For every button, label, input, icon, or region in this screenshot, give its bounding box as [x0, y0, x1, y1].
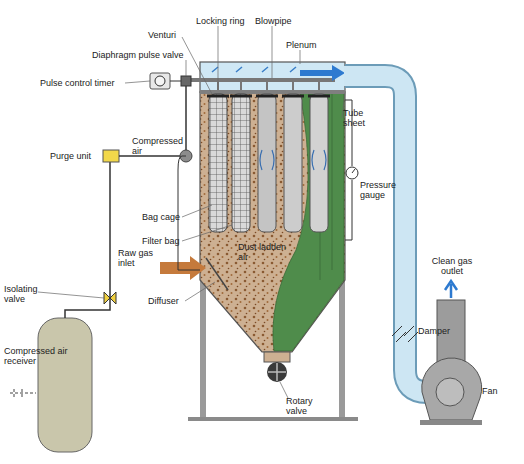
- cutaway-panel: [273, 93, 344, 351]
- leader-line: [182, 205, 212, 217]
- fan-housing: [422, 358, 482, 420]
- part-label: Fan: [482, 386, 512, 396]
- part-label: Rotary valve: [286, 396, 326, 416]
- leader-line: [185, 282, 215, 301]
- leader-line: [38, 292, 104, 298]
- part-label: Plenum: [286, 40, 331, 50]
- leader-line: [218, 26, 219, 90]
- part-label: Clean gas outlet: [424, 256, 480, 276]
- fan-base: [420, 420, 482, 425]
- blowpipe: [185, 78, 335, 82]
- filter-bags: [207, 94, 330, 232]
- part-label: Dust ladden air: [238, 242, 298, 262]
- support-leg: [339, 280, 345, 420]
- air-pipe: [65, 162, 110, 318]
- diaphragm-valve-symbol: [181, 76, 191, 86]
- venturi-ring: [207, 95, 330, 98]
- valve-throat: [264, 352, 290, 362]
- part-label: Purge unit: [50, 151, 105, 161]
- air-receiver-tank: [38, 318, 92, 452]
- drain-line: [10, 389, 36, 397]
- rotary-valve-body: [267, 362, 287, 382]
- leader-line: [186, 60, 187, 76]
- leader-line: [182, 37, 212, 94]
- leader-line: [280, 382, 288, 398]
- compressed-air-system: [10, 73, 200, 452]
- flow-arrow: [300, 65, 345, 81]
- part-label: Pulse control timer: [40, 78, 130, 88]
- part-label: Pressure gauge: [360, 180, 408, 200]
- fan: [420, 281, 482, 425]
- damper-symbol: [392, 326, 418, 342]
- part-label: Bag cage: [142, 212, 187, 222]
- part-label: Compressed air receiver: [4, 346, 76, 366]
- part-label: Blowpipe: [255, 16, 305, 26]
- plenum-chamber: [200, 62, 345, 92]
- gauge-needle: [352, 169, 355, 173]
- nozzle: [218, 82, 319, 90]
- duct: [344, 76, 427, 392]
- part-label: Locking ring: [196, 16, 256, 26]
- leader-line: [300, 50, 301, 64]
- outlet-arrow: [445, 281, 457, 298]
- air-pipe: [119, 155, 180, 157]
- base-plate: [188, 417, 358, 421]
- bag-cage: [209, 94, 227, 232]
- pulse-flow: [260, 150, 326, 170]
- rotary-valve: [264, 352, 290, 382]
- housing: [200, 62, 345, 352]
- valve-vanes: [268, 363, 286, 381]
- leader-line: [125, 81, 150, 83]
- bag-cage: [232, 94, 250, 232]
- part-label: Filter bag: [142, 236, 187, 246]
- part-label: Compressed air: [132, 136, 182, 156]
- part-label: Damper: [418, 326, 458, 336]
- flow-arrow: [212, 67, 296, 72]
- isolating-valve-symbol: [104, 292, 116, 304]
- fan-impeller: [436, 378, 464, 406]
- filter-bag: [284, 94, 302, 232]
- leader-line: [182, 225, 232, 241]
- blowpipe-assembly: [185, 65, 345, 90]
- part-label: Raw gas inlet: [118, 248, 158, 268]
- control-line: [178, 156, 200, 270]
- purge-unit-box: [103, 150, 119, 162]
- outlet-duct: [344, 76, 427, 392]
- inlet-arrow: [160, 256, 206, 280]
- part-label: Venturi: [148, 30, 188, 40]
- part-label: Diffuser: [148, 296, 193, 306]
- timer-box: [150, 73, 170, 89]
- part-label: Tube sheet: [343, 108, 377, 128]
- inlet: [160, 256, 228, 290]
- housing-body: [200, 92, 345, 352]
- tube-sheet: [200, 90, 345, 94]
- part-label: Diaphragm pulse valve: [92, 50, 202, 60]
- part-label: Isolating valve: [4, 284, 48, 304]
- timer-dial: [155, 76, 165, 86]
- support-leg: [200, 280, 206, 420]
- timer-wire: [170, 81, 181, 82]
- leader-line: [272, 26, 273, 78]
- air-pipe: [185, 86, 187, 150]
- pressure-gauge-symbol: [346, 167, 358, 179]
- leader-lines: [38, 26, 345, 398]
